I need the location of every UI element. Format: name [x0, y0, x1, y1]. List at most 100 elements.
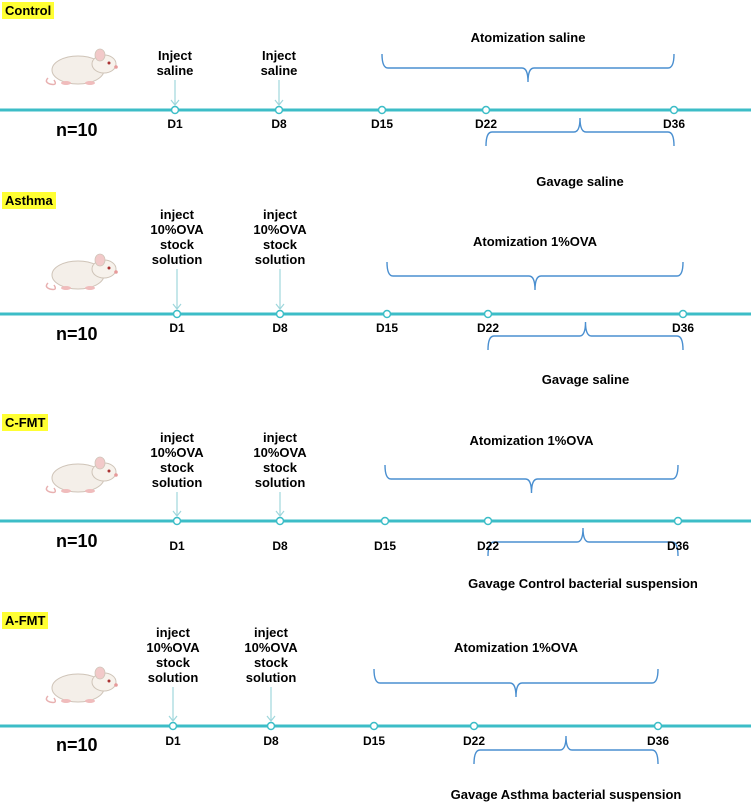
- mouse-icon: [45, 253, 118, 291]
- mouse-foot: [61, 699, 71, 703]
- mouse-foot: [85, 489, 95, 493]
- sample-size-label: n=10: [56, 735, 98, 755]
- injection-arrow-head: [172, 510, 182, 517]
- mouse-nose: [114, 473, 118, 477]
- day-marker: [669, 105, 679, 115]
- day-label: D36: [666, 539, 690, 553]
- atomization-brace: [384, 464, 679, 494]
- gavage-label: Gavage Control bacterial suspension: [468, 576, 698, 591]
- group-label: Control: [2, 2, 55, 19]
- mouse-foot: [85, 81, 95, 85]
- day-label: D8: [271, 117, 287, 131]
- injection-label: inject 10%OVA stock solution: [150, 430, 204, 490]
- day-marker: [275, 309, 285, 319]
- day-label: D8: [272, 539, 288, 553]
- day-label: D15: [370, 117, 394, 131]
- day-marker: [483, 309, 493, 319]
- mouse-icon: [45, 666, 118, 704]
- mouse-nose: [114, 65, 118, 69]
- day-label: D15: [373, 539, 397, 553]
- day-label: D36: [671, 321, 695, 335]
- mouse-icon: [45, 48, 118, 86]
- gavage-brace: [473, 735, 659, 765]
- injection-arrow-head: [275, 510, 285, 517]
- day-marker: [481, 105, 491, 115]
- mouse-ear: [94, 253, 106, 267]
- mouse-icon: [45, 456, 118, 494]
- day-marker: [380, 516, 390, 526]
- day-label: D36: [646, 734, 670, 748]
- day-marker: [172, 516, 182, 526]
- sample-size-label: n=10: [56, 120, 98, 140]
- injection-arrow-head: [275, 303, 285, 310]
- day-marker: [369, 721, 379, 731]
- mouse-tail: [45, 282, 57, 291]
- day-label: D1: [167, 117, 183, 131]
- mouse-eye: [107, 679, 111, 683]
- atomization-label: Atomization 1%OVA: [454, 640, 578, 655]
- day-marker: [653, 721, 663, 731]
- day-label: D22: [476, 321, 500, 335]
- injection-label: inject 10%OVA stock solution: [253, 207, 307, 267]
- day-marker: [382, 309, 392, 319]
- mouse-foot: [61, 81, 71, 85]
- injection-arrow-head: [266, 715, 276, 722]
- day-label: D15: [362, 734, 386, 748]
- mouse-foot: [61, 489, 71, 493]
- day-marker: [170, 105, 180, 115]
- atomization-label: Atomization saline: [470, 30, 586, 45]
- atomization-label: Atomization 1%OVA: [469, 433, 594, 448]
- injection-label: inject 10%OVA stock solution: [146, 625, 200, 685]
- day-label: D22: [474, 117, 498, 131]
- mouse-ear: [94, 666, 106, 680]
- mouse-foot: [61, 286, 71, 290]
- injection-label: Inject saline: [260, 48, 298, 78]
- day-marker: [274, 105, 284, 115]
- injection-arrow-head: [168, 715, 178, 722]
- day-label: D1: [165, 734, 181, 748]
- gavage-label: Gavage saline: [536, 174, 624, 189]
- day-label: D15: [375, 321, 399, 335]
- atomization-brace: [381, 53, 675, 83]
- gavage-brace: [487, 321, 684, 351]
- day-label: D1: [169, 539, 185, 553]
- mouse-eye: [107, 469, 111, 473]
- injection-label: inject 10%OVA stock solution: [150, 207, 204, 267]
- day-marker: [266, 721, 276, 731]
- injection-label: inject 10%OVA stock solution: [253, 430, 307, 490]
- day-marker: [469, 721, 479, 731]
- gavage-brace: [485, 117, 675, 147]
- injection-arrow-head: [170, 99, 180, 106]
- mouse-nose: [114, 683, 118, 687]
- mouse-ear: [94, 456, 106, 470]
- atomization-brace: [386, 261, 684, 291]
- mouse-eye: [107, 61, 111, 65]
- day-marker: [377, 105, 387, 115]
- gavage-label: Gavage Asthma bacterial suspension: [450, 787, 682, 802]
- day-marker: [483, 516, 493, 526]
- day-marker: [673, 516, 683, 526]
- day-marker: [172, 309, 182, 319]
- day-label: D22: [462, 734, 486, 748]
- mouse-tail: [45, 695, 57, 704]
- group-label: Asthma: [2, 192, 56, 209]
- gavage-label: Gavage saline: [541, 372, 630, 387]
- injection-arrow-head: [172, 303, 182, 310]
- injection-label: inject 10%OVA stock solution: [244, 625, 298, 685]
- atomization-label: Atomization 1%OVA: [473, 234, 597, 249]
- day-label: D8: [263, 734, 279, 748]
- mouse-foot: [85, 699, 95, 703]
- day-label: D22: [476, 539, 500, 553]
- injection-label: Inject saline: [156, 48, 194, 78]
- day-marker: [275, 516, 285, 526]
- injection-arrow-head: [274, 99, 284, 106]
- mouse-tail: [45, 485, 57, 494]
- atomization-brace: [373, 668, 659, 698]
- mouse-foot: [85, 286, 95, 290]
- group-label: A-FMT: [2, 612, 49, 629]
- mouse-tail: [45, 77, 57, 86]
- mouse-eye: [107, 266, 111, 270]
- day-marker: [678, 309, 688, 319]
